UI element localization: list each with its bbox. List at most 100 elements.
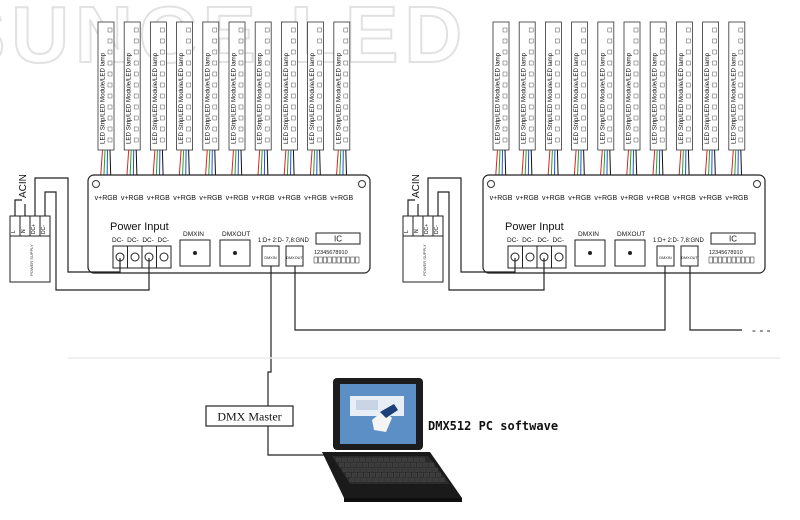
dmxout-label: DMXOUT — [617, 231, 645, 238]
led-strip: LED Strip/LED Module/LED lamp — [202, 21, 220, 190]
ic-label: IC — [729, 235, 737, 244]
acin-label: ACIN — [18, 174, 29, 198]
dmxin-label: DMXIN — [578, 231, 599, 238]
led-strip: LED Strip/LED Module/LED lamp — [333, 21, 351, 190]
led-strip: LED Strip/LED Module/LED lamp — [228, 21, 246, 190]
dmx-wiring-label: 1:D+ 2:D- 7,8:GND — [653, 238, 705, 244]
power-input-label: Power Input — [110, 221, 169, 233]
led-strip-label: LED Strip/LED Module/LED lamp — [231, 52, 238, 144]
psu-terminal-l: L — [11, 230, 17, 233]
led-strip-label: LED Strip/LED Module/LED lamp — [652, 52, 659, 144]
channel-label: v+RGB — [594, 195, 617, 202]
psu-1-body — [9, 235, 51, 283]
psu-body-text: POWER SUPPLY — [29, 244, 34, 276]
power-supply-2: ACIN L N DC+ DC- POWER SUPPLY — [402, 174, 444, 283]
led-strip-label: LED Strip/LED Module/LED lamp — [335, 52, 342, 144]
led-strip-label: LED Strip/LED Module/LED lamp — [100, 52, 107, 144]
led-strip: LED Strip/LED Module/LED lamp — [123, 21, 141, 190]
dc-terminal-label: DC- DC- DC- DC- — [507, 237, 564, 244]
psu-terminal-dcplus: DC+ — [31, 224, 37, 234]
psu-2-body — [402, 235, 444, 283]
led-strip: LED Strip/LED Module/LED lamp — [623, 21, 641, 190]
dip-switch-1 — [313, 256, 360, 264]
led-strip-label: LED Strip/LED Module/LED lamp — [309, 52, 316, 144]
psu-terminal-dcplus: DC+ — [424, 224, 430, 234]
continuation-dashes: - - - — [752, 323, 771, 337]
led-strip-label: LED Strip/LED Module/LED lamp — [283, 52, 290, 144]
channel-label: v+RGB — [278, 195, 301, 202]
channel-label: v+RGB — [173, 195, 196, 202]
led-strip: LED Strip/LED Module/LED lamp — [518, 21, 536, 190]
led-strip-group-2: LED Strip/LED Module/LED lamp LED Strip/L… — [492, 21, 746, 190]
dc-wire-1a — [34, 177, 121, 273]
led-strip-label: LED Strip/LED Module/LED lamp — [126, 52, 133, 144]
led-strip: LED Strip/LED Module/LED lamp — [676, 21, 693, 190]
software-label: DMX512 PC softwave — [428, 419, 558, 433]
ic-box — [315, 232, 361, 245]
led-strip-label: LED Strip/LED Module/LED lamp — [730, 52, 737, 144]
ic-box — [710, 232, 756, 245]
led-strip-label: LED Strip/LED Module/LED lamp — [257, 52, 264, 144]
channel-label: v+RGB — [252, 195, 275, 202]
dmxin-connector — [179, 239, 211, 267]
laptop-icon — [322, 378, 462, 502]
led-strip-label: LED Strip/LED Module/LED lamp — [521, 52, 528, 144]
ic-label: IC — [334, 235, 342, 244]
wiring — [14, 177, 742, 456]
psu-terminal-l: L — [404, 230, 410, 233]
dmx-usb-wire — [267, 426, 336, 456]
led-strip: LED Strip/LED Module/LED lamp — [649, 21, 667, 190]
dmxout-label: DMXOUT — [222, 231, 250, 238]
led-strip: LED Strip/LED Module/LED lamp — [280, 21, 298, 190]
channel-label: v+RGB — [516, 195, 539, 202]
rj45-in-label: DMXIN — [264, 256, 276, 260]
channel-label: v+RGB — [95, 195, 118, 202]
led-strip-label: LED Strip/LED Module/LED lamp — [626, 52, 633, 144]
rj45-out-label: DMXOUT — [286, 256, 303, 260]
led-strip: LED Strip/LED Module/LED lamp — [307, 21, 325, 190]
channel-label: v+RGB — [304, 195, 327, 202]
acin-label: ACIN — [411, 174, 422, 198]
dip-switch-numbers: 12345678910 — [709, 250, 743, 256]
channel-label: v+RGB — [621, 195, 644, 202]
led-strip-label: LED Strip/LED Module/LED lamp — [178, 52, 185, 144]
ac-lead-1a — [14, 199, 22, 216]
channel-label: v+RGB — [542, 195, 565, 202]
psu-terminal-n: N — [21, 229, 27, 233]
rj45-in-label: DMXIN — [659, 256, 671, 260]
dmx-chain-wire — [294, 266, 666, 331]
led-strip-label: LED Strip/LED Module/LED lamp — [204, 52, 211, 144]
led-strip-label: LED Strip/LED Module/LED lamp — [599, 52, 606, 144]
dmx-master-label: DMX Master — [217, 410, 281, 424]
channel-label: v+RGB — [226, 195, 249, 202]
dc-terminal-label: DC- DC- DC- DC- — [112, 237, 169, 244]
channel-label: v+RGB — [699, 195, 722, 202]
dmx-master-box — [205, 405, 294, 427]
led-strip-label: LED Strip/LED Module/LED lamp — [495, 52, 502, 144]
dip-switch-numbers: 12345678910 — [314, 250, 348, 256]
led-strip: LED Strip/LED Module/LED lamp — [597, 21, 615, 190]
led-strip: LED Strip/LED Module/LED lamp — [492, 21, 510, 190]
channel-label: v+RGB — [725, 195, 748, 202]
channel-label: v+RGB — [330, 195, 353, 202]
led-strip-label: LED Strip/LED Module/LED lamp — [573, 52, 580, 144]
channel-label: v+RGB — [490, 195, 513, 202]
led-strip: LED Strip/LED Module/LED lamp — [149, 21, 167, 190]
led-strip: LED Strip/LED Module/LED lamp — [728, 21, 746, 190]
power-input-label: Power Input — [505, 221, 564, 233]
led-strip: LED Strip/LED Module/LED lamp — [97, 21, 115, 190]
led-strip-label: LED Strip/LED Module/LED lamp — [547, 52, 554, 144]
channel-label: v+RGB — [199, 195, 222, 202]
psu-terminal-dcminus: DC- — [41, 225, 47, 234]
channel-label: v+RGB — [121, 195, 144, 202]
dc-wire-1b — [44, 191, 150, 291]
dmxin-label: DMXIN — [183, 231, 204, 238]
led-strip: LED Strip/LED Module/LED lamp — [176, 21, 194, 190]
dmx-continue-wire — [689, 266, 742, 331]
led-strip: LED Strip/LED Module/LED lamp — [702, 21, 719, 190]
